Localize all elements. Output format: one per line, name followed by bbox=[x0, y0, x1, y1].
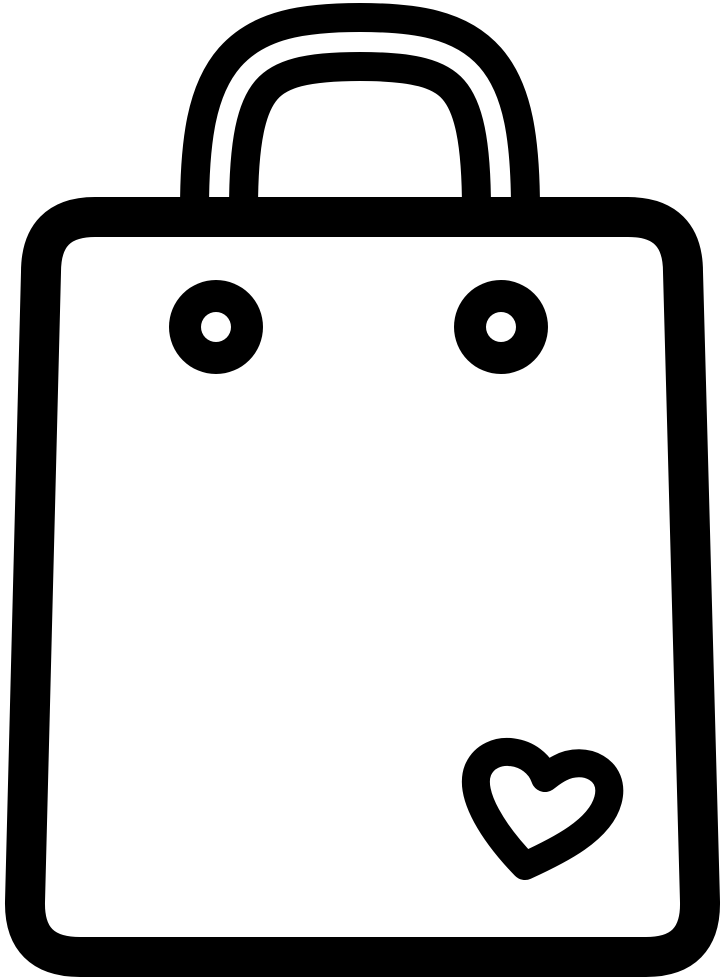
bag-handle bbox=[180, 2, 540, 300]
heart-icon bbox=[462, 737, 624, 880]
handle-ring-left bbox=[169, 280, 263, 374]
bag-body bbox=[5, 197, 720, 977]
handle-ring-right bbox=[454, 280, 548, 374]
